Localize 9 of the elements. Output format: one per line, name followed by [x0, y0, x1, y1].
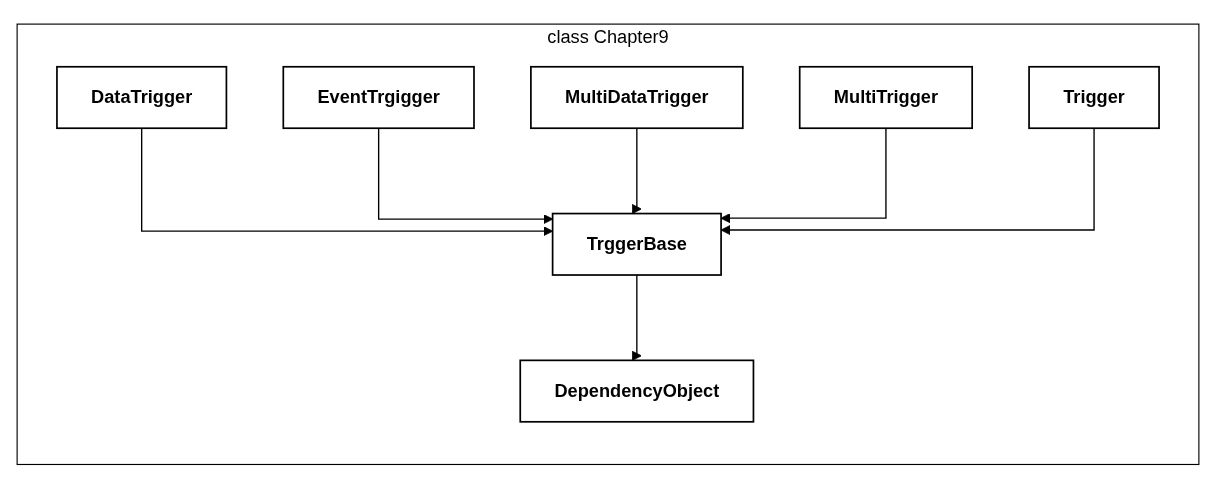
arrow [631, 127, 642, 215]
node-box: DependencyObject [519, 359, 755, 423]
node-box: MultiDataTrigger [530, 66, 744, 130]
node-box: DataTrigger [56, 66, 228, 130]
node-box: EventTrgigger [282, 66, 475, 130]
arrow [631, 274, 642, 361]
node-box: Trigger [1028, 66, 1160, 130]
node-box: TrggerBase [551, 212, 722, 277]
node-box: MultiTrigger [798, 66, 974, 130]
